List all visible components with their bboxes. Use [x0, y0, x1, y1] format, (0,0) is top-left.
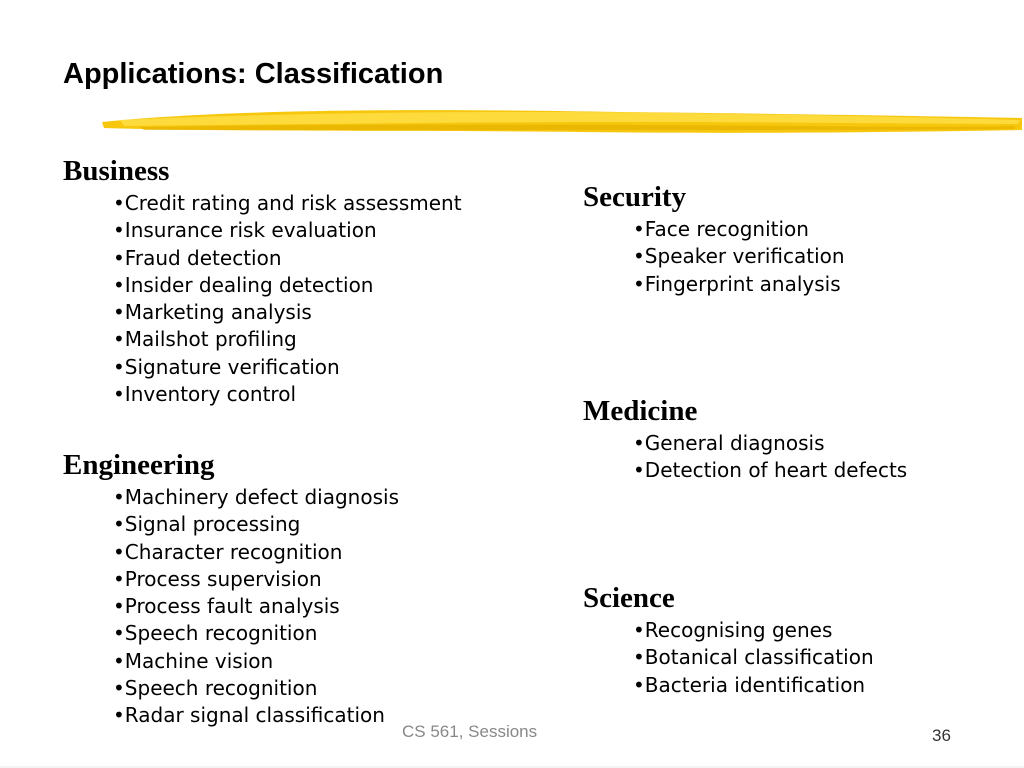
list-item: •Speaker verification — [633, 244, 845, 269]
list-item: •Speech recognition — [113, 676, 318, 701]
section-medicine: Medicine •General diagnosis •Detection o… — [583, 394, 907, 485]
section-heading: Science — [583, 582, 675, 614]
list-item: •Signature verification — [113, 354, 340, 379]
list-item: •Signal processing — [113, 512, 301, 537]
section-heading: Security — [583, 181, 687, 213]
list-item: •Detection of heart defects — [633, 458, 908, 483]
list-item: •Face recognition — [633, 217, 809, 241]
list-item: •Botanical classification — [633, 645, 874, 670]
list-item: •Machinery defect diagnosis — [113, 485, 399, 509]
list-item: •Marketing analysis — [113, 300, 312, 325]
section-engineering: Engineering •Machinery defect diagnosis … — [63, 448, 399, 730]
section-heading: Engineering — [63, 449, 215, 481]
footer-course-label: CS 561, Sessions — [402, 722, 538, 741]
list-item: •Speech recognition — [113, 621, 318, 646]
list-item: •Inventory control — [113, 382, 297, 407]
slide-page-number: 36 — [932, 726, 951, 745]
list-item: •Fingerprint analysis — [633, 271, 841, 296]
list-item: •Credit rating and risk assessment — [113, 191, 462, 215]
science-list: •Recognising genes •Botanical classifica… — [633, 617, 874, 699]
section-business: Business •Credit rating and risk assessm… — [63, 154, 462, 408]
list-item: •Insurance risk evaluation — [113, 218, 377, 243]
section-security: Security •Face recognition •Speaker veri… — [583, 180, 845, 298]
bottom-divider — [0, 766, 1024, 768]
section-heading: Business — [63, 155, 170, 187]
list-item: •Process fault analysis — [113, 594, 340, 619]
engineering-list: •Machinery defect diagnosis •Signal proc… — [113, 484, 399, 730]
list-item: •Recognising genes — [633, 618, 833, 642]
medicine-list: •General diagnosis •Detection of heart d… — [633, 430, 907, 485]
list-item: •Insider dealing detection — [113, 272, 374, 297]
section-heading: Medicine — [583, 395, 698, 427]
list-item: •Mailshot profiling — [113, 327, 297, 352]
section-science: Science •Recognising genes •Botanical cl… — [583, 581, 874, 699]
list-item: •Process supervision — [113, 566, 322, 591]
list-item: •Machine vision — [113, 648, 274, 673]
list-item: •Radar signal classification — [113, 703, 385, 728]
list-item: •General diagnosis — [633, 431, 825, 455]
slide-title: Applications: Classification — [63, 58, 444, 90]
list-item: •Fraud detection — [113, 245, 282, 270]
highlighter-swoosh — [102, 110, 1022, 133]
list-item: •Character recognition — [113, 539, 343, 564]
security-list: •Face recognition •Speaker verification … — [633, 216, 845, 298]
business-list: •Credit rating and risk assessment •Insu… — [113, 190, 462, 408]
list-item: •Bacteria identification — [633, 672, 866, 697]
